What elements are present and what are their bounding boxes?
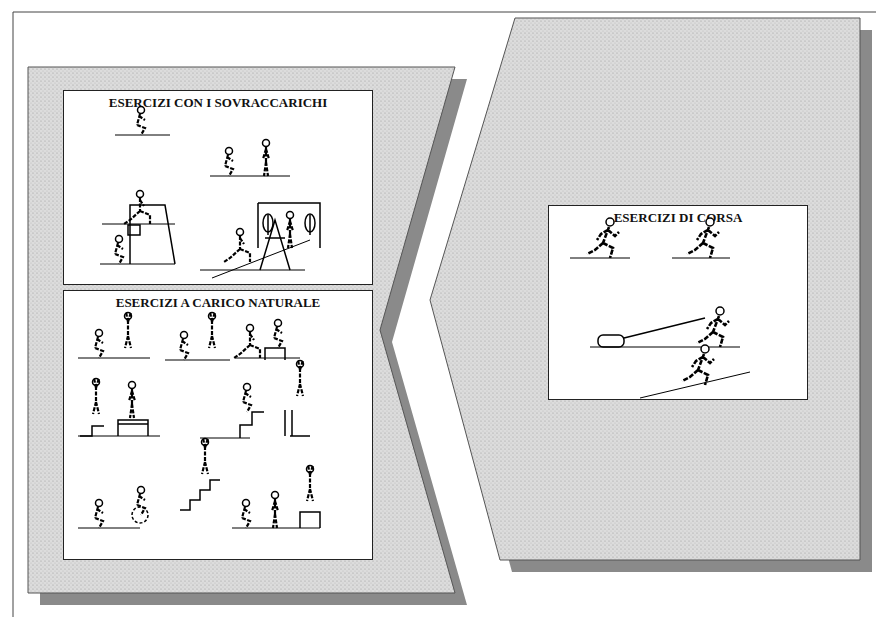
squat-figure	[180, 332, 188, 361]
exercise-box: ESERCIZI DI CORSA	[548, 205, 808, 400]
box-jump	[285, 410, 310, 436]
incline-press	[260, 220, 290, 270]
jump-figure	[297, 360, 304, 396]
runner-figure	[587, 218, 619, 258]
step-box	[300, 512, 320, 528]
exercise-box: ESERCIZI CON I SOVRACCARICHI	[63, 90, 373, 285]
weight-plate	[263, 214, 273, 232]
weight-machine	[258, 203, 320, 248]
jump-figure	[209, 312, 216, 348]
tow-rope	[624, 318, 705, 338]
squat-figure	[137, 107, 145, 136]
box-heading: ESERCIZI CON I SOVRACCARICHI	[64, 95, 372, 110]
hurdle	[80, 420, 148, 436]
stairs	[180, 480, 220, 510]
left-panel	[28, 67, 455, 593]
squat-figure	[274, 320, 282, 349]
weight-plate	[305, 214, 315, 232]
step-box	[240, 412, 264, 438]
squat-figure	[95, 330, 103, 359]
page-frame	[13, 12, 876, 617]
squat-figure	[137, 487, 145, 516]
ground-lines	[78, 135, 750, 528]
step-box	[265, 348, 285, 360]
jump-figure	[93, 378, 100, 414]
lunge-figure	[234, 325, 260, 359]
squat-figure	[243, 384, 251, 413]
runner-figure	[687, 218, 719, 258]
exercise-box: ESERCIZI A CARICO NATURALE	[63, 290, 373, 560]
jump-figure	[125, 312, 132, 348]
equipment	[80, 203, 705, 528]
towing-sled	[598, 335, 624, 347]
squat-figure	[225, 148, 233, 177]
box-heading: ESERCIZI DI CORSA	[549, 210, 807, 225]
standing-figure	[287, 212, 294, 249]
lunge-figure	[224, 229, 250, 263]
squat-figure	[242, 500, 250, 529]
lunge-figure	[124, 191, 150, 225]
rebound-ring	[132, 507, 148, 523]
standing-figure	[129, 382, 136, 419]
squat-figure	[95, 500, 103, 529]
squat-figure	[115, 236, 123, 265]
standing-figure	[263, 140, 270, 177]
box-heading: ESERCIZI A CARICO NATURALE	[64, 295, 372, 310]
runner-figure	[682, 345, 714, 385]
stick-figures	[93, 107, 730, 529]
leg-press	[128, 205, 175, 264]
jump-figure	[307, 465, 314, 501]
runner-figure	[697, 307, 729, 347]
jump-figure	[202, 438, 209, 474]
right-panel	[430, 18, 860, 560]
standing-figure	[272, 492, 279, 529]
